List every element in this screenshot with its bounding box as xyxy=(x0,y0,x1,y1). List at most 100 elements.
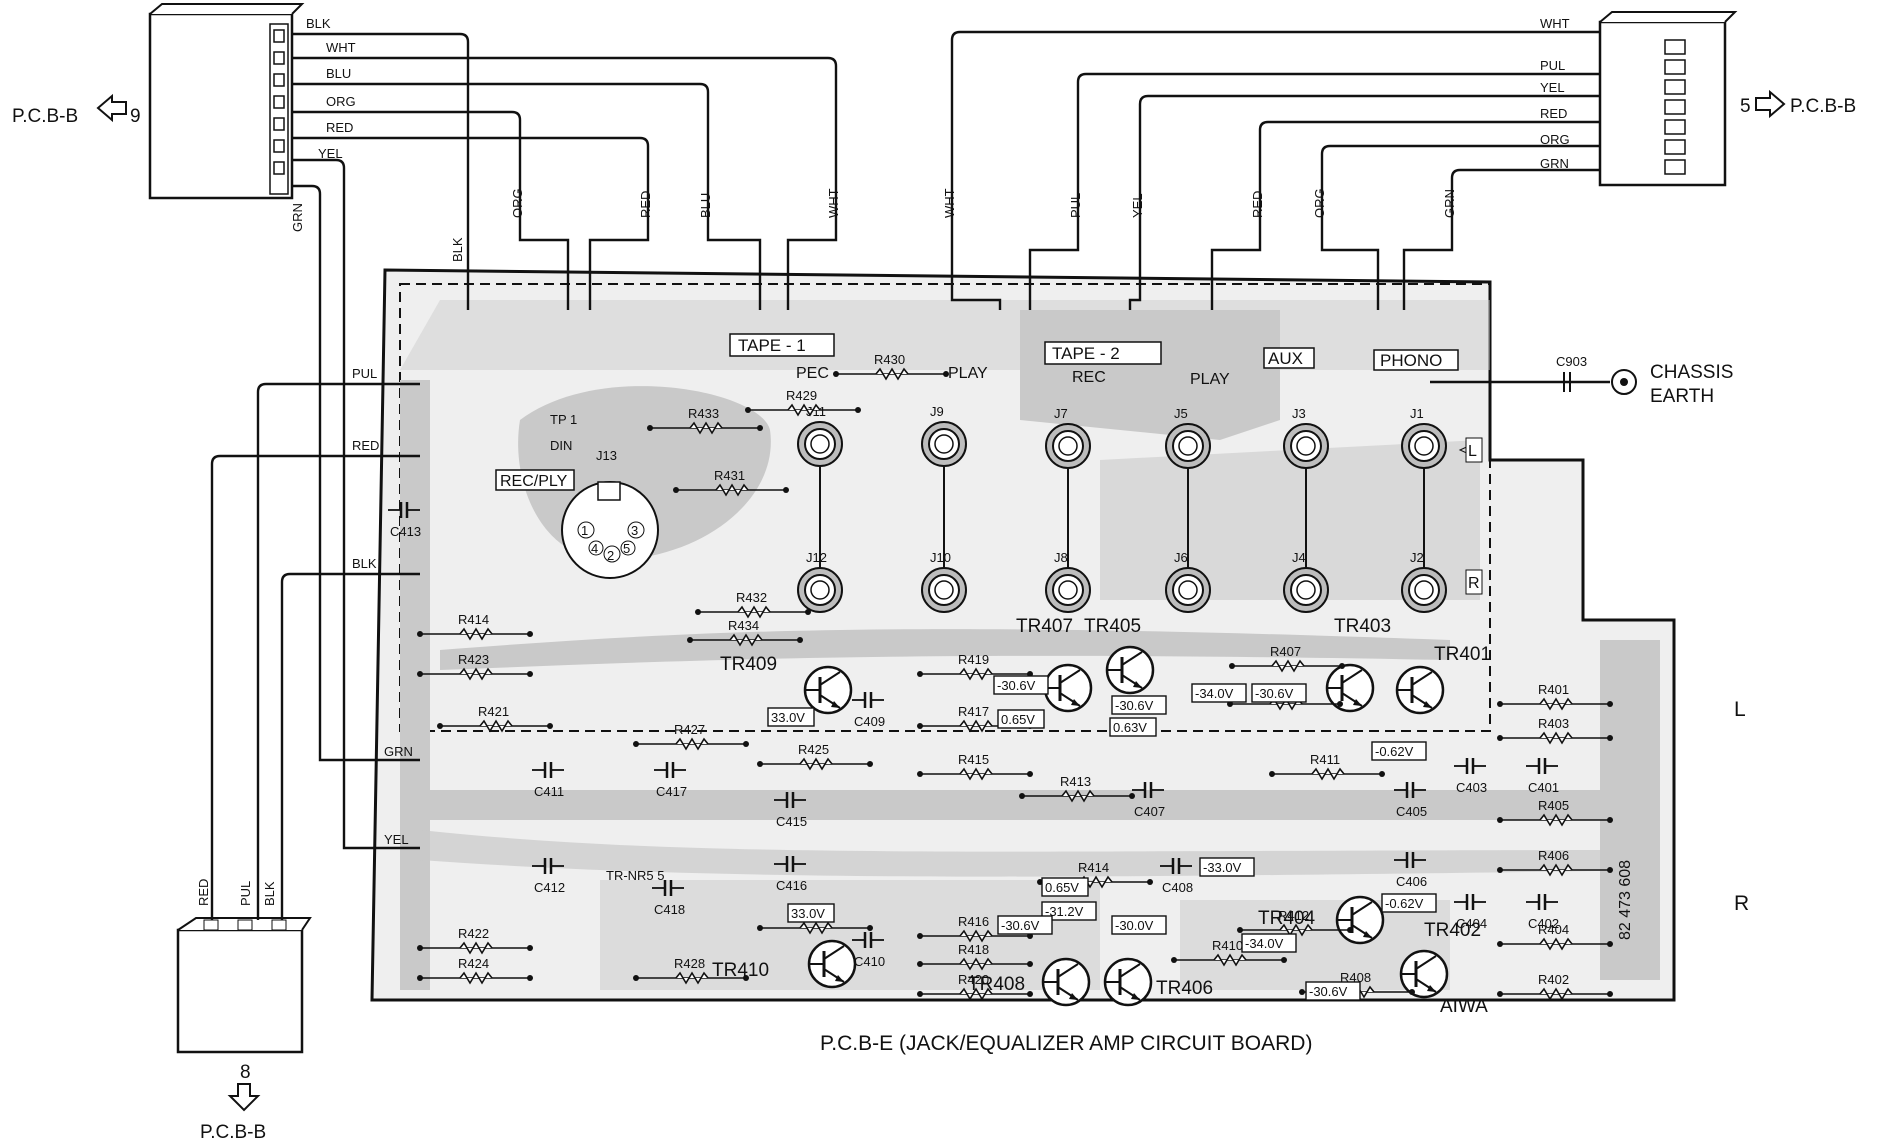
arrow-right-icon xyxy=(1755,89,1786,119)
svg-text:ORG: ORG xyxy=(1312,188,1327,218)
transistor-tr405: TR405 xyxy=(1084,616,1155,695)
capacitor-label: C411 xyxy=(534,784,564,799)
transistor-tr408: TR408 xyxy=(968,957,1091,1007)
resistor-r428: R428 xyxy=(633,956,749,985)
resistor-label: R416 xyxy=(958,914,989,929)
jack-label: J11 xyxy=(806,404,826,419)
svg-text:PLAY: PLAY xyxy=(948,365,988,382)
capacitor-c405: C405 xyxy=(1394,782,1427,819)
resistor-label: R411 xyxy=(1310,752,1340,767)
svg-text:YEL: YEL xyxy=(318,146,343,161)
resistor-label: R415 xyxy=(958,752,989,767)
voltage-label: -30.6V xyxy=(997,678,1036,693)
svg-text:YEL: YEL xyxy=(1540,80,1565,95)
resistor-r416: R416 xyxy=(917,914,1033,943)
voltage-reading: -34.0V xyxy=(1191,683,1247,703)
capacitor-c404: C404 xyxy=(1454,894,1487,931)
svg-text:RED: RED xyxy=(352,438,379,453)
resistor-label: R402 xyxy=(1538,972,1569,987)
voltage-label: -30.6V xyxy=(1115,698,1154,713)
voltage-label: -0.62V xyxy=(1375,744,1414,759)
capacitor-c403: C403 xyxy=(1454,758,1487,795)
capacitor-c411: C411 xyxy=(532,762,564,799)
svg-text:EARTH: EARTH xyxy=(1650,386,1714,407)
voltage-label: -30.6V xyxy=(1001,918,1040,933)
capacitor-label: C417 xyxy=(656,784,687,799)
svg-text:R: R xyxy=(1468,575,1480,592)
svg-text:WHT: WHT xyxy=(1540,16,1570,31)
jack-j12: J12 xyxy=(797,550,843,613)
transistor-tr403: TR403 xyxy=(1325,616,1391,713)
transistor-label: TR408 xyxy=(968,974,1025,995)
voltage-reading: 0.63V xyxy=(1109,717,1157,737)
transistor-tr407: TR407 xyxy=(1016,616,1093,713)
transistor-label: TR405 xyxy=(1084,616,1141,637)
voltage-reading: -31.2V xyxy=(1041,901,1097,921)
resistor-label: R401 xyxy=(1538,682,1569,697)
svg-text:RED: RED xyxy=(1250,191,1265,218)
voltage-reading: -34.0V xyxy=(1241,933,1297,953)
resistor-r402: R402 xyxy=(1497,972,1613,1001)
resistor-label: R408 xyxy=(1340,970,1371,985)
arrow-left-icon xyxy=(96,93,127,123)
board-brand: AIWA xyxy=(1440,996,1488,1017)
svg-text:TP 1: TP 1 xyxy=(550,412,577,427)
svg-text:ORG: ORG xyxy=(1540,132,1570,147)
svg-text:GRN: GRN xyxy=(1540,156,1569,171)
connector-bottom-left-target: P.C.B-B xyxy=(200,1122,266,1141)
resistor-r406: R406 xyxy=(1497,848,1613,877)
svg-text:RED: RED xyxy=(1540,106,1567,121)
diagram-title: P.C.B-E (JACK/EQUALIZER AMP CIRCUIT BOAR… xyxy=(820,1032,1312,1055)
capacitor-label: C402 xyxy=(1528,916,1559,931)
jack-j3: J3 xyxy=(1283,406,1329,568)
voltages: 33.0V-30.6V0.65V-30.6V0.63V-34.0V-30.6V-… xyxy=(767,675,1437,1001)
jack-j10: J10 xyxy=(921,550,967,613)
voltage-reading: -0.62V xyxy=(1381,893,1437,913)
transistor-label: TR401 xyxy=(1434,644,1491,665)
channel-tags: L R L R xyxy=(1458,437,1749,915)
svg-text:DIN: DIN xyxy=(550,438,572,453)
jack-j2: J2 xyxy=(1401,550,1447,613)
capacitor-label: C405 xyxy=(1396,804,1427,819)
capacitor-label: C401 xyxy=(1528,780,1559,795)
svg-text:GRN: GRN xyxy=(1442,189,1457,218)
jack-j5: J5 xyxy=(1165,406,1211,568)
svg-text:ORG: ORG xyxy=(510,188,525,218)
voltage-reading: -30.6V xyxy=(993,675,1049,695)
svg-text:BLK: BLK xyxy=(306,16,331,31)
aux-label: AUX xyxy=(1268,349,1303,368)
transistor-label: TR404 xyxy=(1258,908,1315,929)
voltage-reading: 0.65V xyxy=(1041,877,1089,897)
resistor-label: R410 xyxy=(1212,938,1243,953)
resistor-r407: R407 xyxy=(1229,644,1345,673)
capacitor-label: C413 xyxy=(390,524,421,539)
jack-label: J3 xyxy=(1292,406,1306,421)
resistor-label: R423 xyxy=(458,652,489,667)
resistor-r432: R432 xyxy=(695,590,811,619)
voltage-label: 0.65V xyxy=(1045,880,1079,895)
svg-text:C903: C903 xyxy=(1556,354,1587,369)
side-wire-labels: PUL RED BLK GRN YEL RED PUL BLK xyxy=(196,366,413,906)
capacitor-label: C403 xyxy=(1456,780,1487,795)
resistor-label: R432 xyxy=(736,590,767,605)
resistors: R430R429R433R431R432R434R414R423R421R427… xyxy=(417,352,1613,1001)
svg-text:PUL: PUL xyxy=(352,366,377,381)
voltage-label: -33.0V xyxy=(1203,860,1242,875)
connector-bottom-left-number: 8 xyxy=(240,1062,251,1083)
resistor-r411: R411 xyxy=(1269,752,1385,781)
resistor-label: R412 xyxy=(1278,908,1309,923)
resistor-r418: R418 xyxy=(917,942,1033,971)
resistor-r427: R427 xyxy=(633,722,749,751)
resistor-label: R404 xyxy=(1538,922,1569,937)
capacitor-c412: C412 xyxy=(532,858,565,895)
jack-j8: J8 xyxy=(1045,550,1091,613)
jack-label: J12 xyxy=(806,550,827,565)
jack-label: J9 xyxy=(930,404,944,419)
resistor-r414: R414 xyxy=(417,612,533,641)
capacitor-label: C409 xyxy=(854,714,885,729)
voltage-label: -30.6V xyxy=(1309,984,1348,999)
resistor-r405: R405 xyxy=(1497,798,1613,827)
voltage-reading: -33.0V xyxy=(1199,857,1255,877)
